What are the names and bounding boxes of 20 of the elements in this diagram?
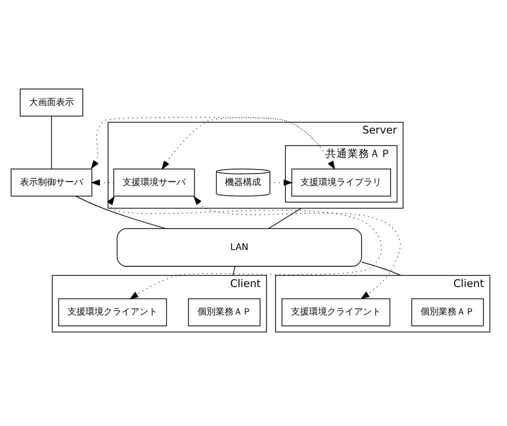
node-box: 大画面表示	[20, 88, 84, 116]
connector	[76, 195, 166, 228]
arrow	[162, 116, 336, 170]
node-box: 支援環境クライアント	[282, 298, 390, 326]
connector	[51, 115, 52, 169]
node-box: LAN	[116, 228, 362, 266]
arrow	[90, 116, 320, 169]
node-box: 個別業務ＡＰ	[411, 298, 484, 326]
connector	[268, 207, 302, 228]
node-box: 個別業務ＡＰ	[188, 298, 260, 326]
arrow	[270, 178, 293, 186]
connector	[232, 266, 236, 276]
node-box: 支援環境サーバ	[113, 168, 195, 196]
arrow	[193, 196, 401, 299]
arrow	[90, 178, 114, 186]
arrow	[107, 195, 382, 299]
node-box: 支援環境クライアント	[58, 298, 167, 326]
node-box: 表示制御サーバ	[10, 168, 92, 196]
node-box: 支援環境ライブラリ	[291, 168, 391, 196]
connector	[361, 261, 402, 276]
